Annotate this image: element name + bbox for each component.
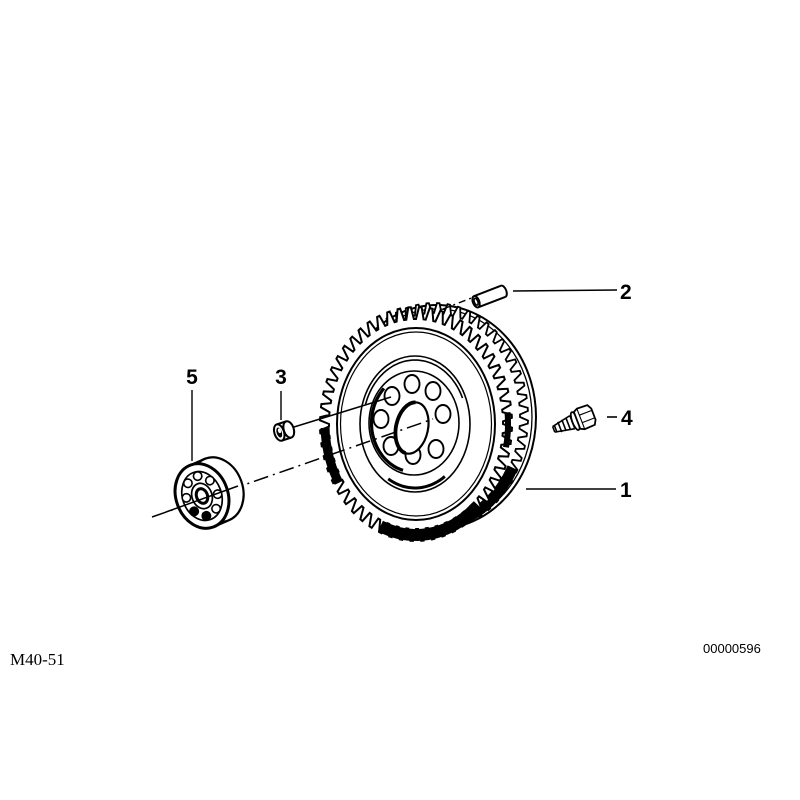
callout-leader-2: [512, 289, 618, 292]
teeth-shading-bottom: [377, 501, 483, 542]
callout-label-4[interactable]: 4: [621, 407, 633, 430]
axis-through-bearing: [165, 485, 239, 513]
hub-circle: [368, 370, 460, 476]
pin-inner-edge: [473, 297, 479, 306]
teeth-shading-left: [320, 427, 343, 485]
nut-drawing[interactable]: [272, 420, 296, 442]
bolt-hole: [424, 381, 442, 401]
nut-pointer-line: [293, 396, 392, 428]
bolt-head-facets: [576, 408, 595, 430]
center-axis-line: [151, 418, 434, 518]
callout-label-5[interactable]: 5: [186, 366, 198, 389]
dowel-pin-drawing[interactable]: [471, 284, 508, 309]
bearing-drawing[interactable]: [166, 450, 253, 536]
bolt-hole: [372, 409, 390, 429]
pin-body: [473, 284, 506, 309]
rim-inner-line: [339, 331, 493, 517]
bearing-race-edge: [180, 470, 224, 522]
center-bore: [393, 400, 430, 455]
bolt-hole: [403, 374, 421, 394]
bolt-hole: [383, 386, 401, 406]
bolt-shank-outline: [551, 414, 576, 433]
callout-label-2[interactable]: 2: [620, 281, 632, 304]
friction-surface-shadow-bottom: [387, 475, 446, 490]
image-number: 00000596: [703, 641, 761, 656]
bolt-hole: [427, 439, 445, 459]
bolt-hole: [434, 404, 452, 424]
pin-axis-line: [442, 296, 475, 310]
teeth-shading-right: [503, 412, 512, 448]
pin-end-cap: [500, 284, 508, 298]
diagram-code: M40-51: [10, 650, 65, 669]
flywheel-drawing[interactable]: [318, 306, 514, 542]
callout-label-3[interactable]: 3: [275, 366, 287, 389]
center-bore-shadow: [393, 400, 416, 455]
bolt-threads: [553, 415, 576, 433]
callout-label-1[interactable]: 1: [620, 479, 632, 502]
friction-surface-edge: [359, 355, 471, 493]
bolt-drawing[interactable]: [550, 404, 598, 440]
gear-root-circle: [336, 327, 496, 521]
nut-opening-highlight: [277, 428, 282, 434]
friction-surface-shadow-top: [364, 359, 464, 405]
